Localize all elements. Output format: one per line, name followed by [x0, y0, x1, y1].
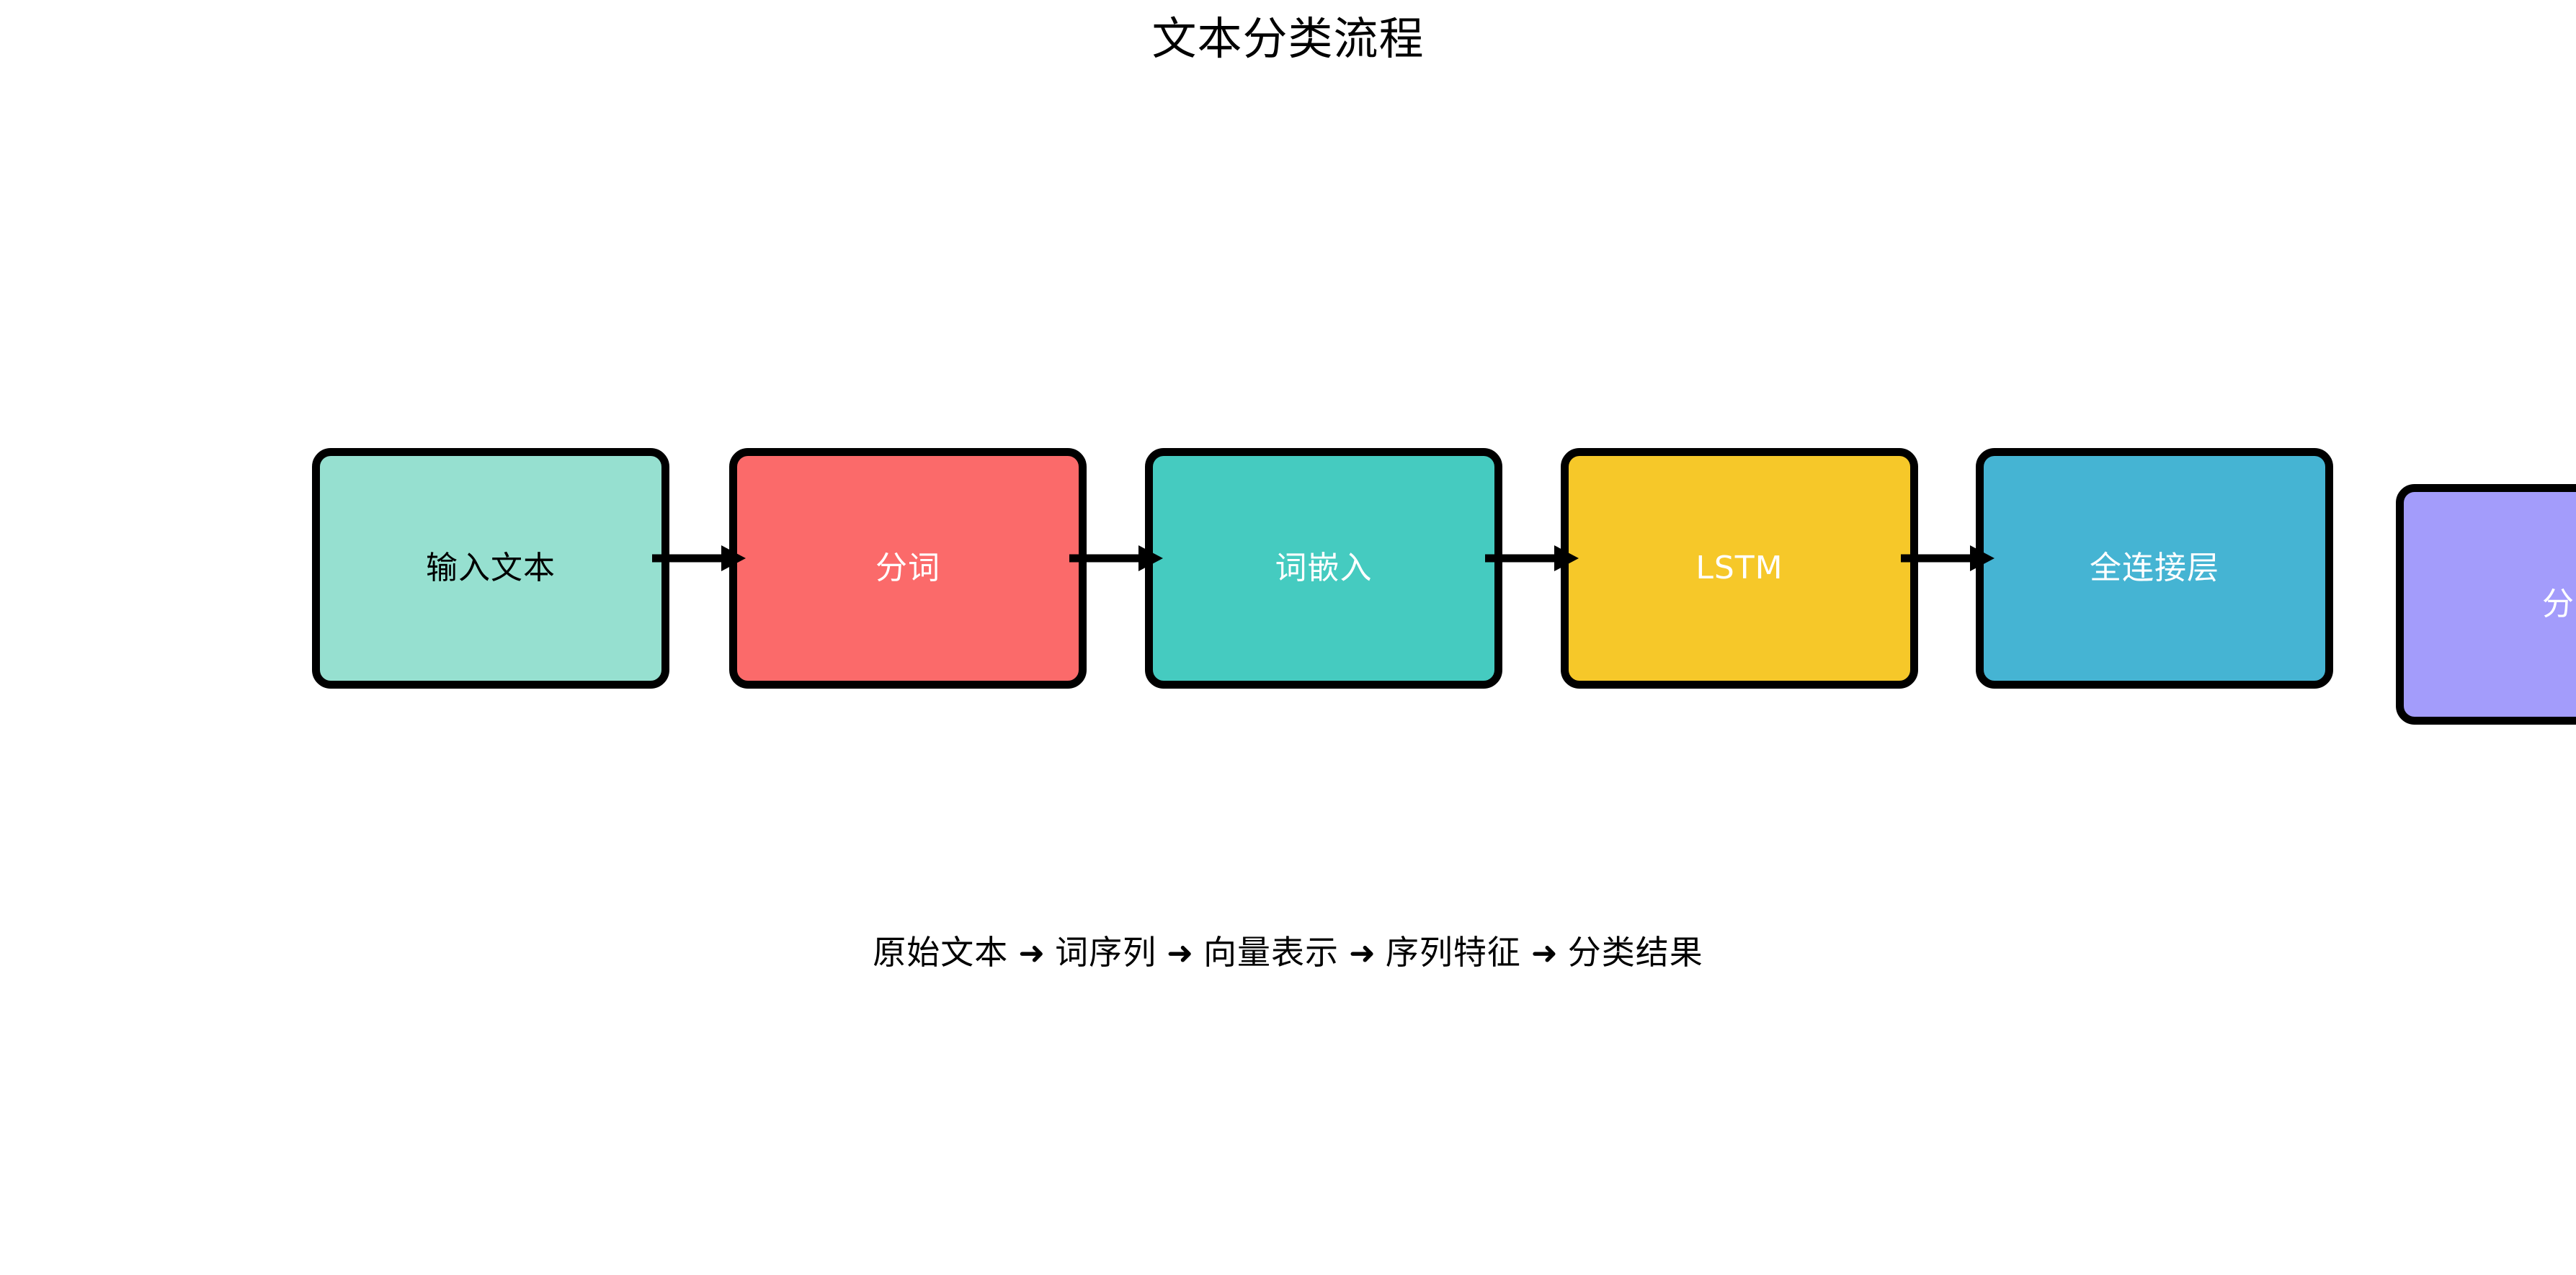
flow-arrow-arrow-4 — [1901, 545, 1995, 571]
caption-step: 词序列 — [1055, 933, 1157, 972]
caption-arrow-icon: ➜ — [1530, 935, 1558, 972]
flow-arrow-arrow-1 — [652, 545, 746, 571]
flow-node-lstm[interactable]: LSTM — [1561, 448, 1918, 689]
flow-node-word-embedding[interactable]: 词嵌入 — [1145, 448, 1502, 689]
flow-node-label: 输入文本 — [426, 550, 556, 586]
flow-node-tokenization[interactable]: 分词 — [729, 448, 1087, 689]
flow-node-label: 词嵌入 — [1275, 550, 1373, 586]
flow-node-label: LSTM — [1695, 550, 1783, 586]
flow-node-label: 全连接层 — [2090, 550, 2219, 586]
caption-step: 原始文本 — [873, 933, 1009, 972]
flow-node-input-text[interactable]: 输入文本 — [312, 448, 669, 689]
flow-node-label: 分词 — [875, 550, 940, 586]
flow-node-classification-output[interactable]: 分类 — [2396, 484, 2576, 725]
caption-arrow-icon: ➜ — [1349, 935, 1376, 972]
flow-arrow-arrow-2 — [1069, 545, 1163, 571]
caption-arrow-icon: ➜ — [1167, 935, 1193, 972]
caption-step: 序列特征 — [1385, 933, 1521, 972]
pipeline-caption: 原始文本➜词序列➜向量表示➜序列特征➜分类结果 — [0, 933, 2576, 973]
caption-step: 向量表示 — [1203, 933, 1339, 972]
caption-arrow-icon: ➜ — [1018, 935, 1046, 972]
page-title: 文本分类流程 — [1151, 12, 1425, 65]
flow-arrow-arrow-3 — [1485, 545, 1579, 571]
flow-node-label: 分类 — [2542, 586, 2576, 622]
flow-node-fully-connected-layer[interactable]: 全连接层 — [1976, 448, 2333, 689]
caption-step: 分类结果 — [1567, 933, 1703, 972]
